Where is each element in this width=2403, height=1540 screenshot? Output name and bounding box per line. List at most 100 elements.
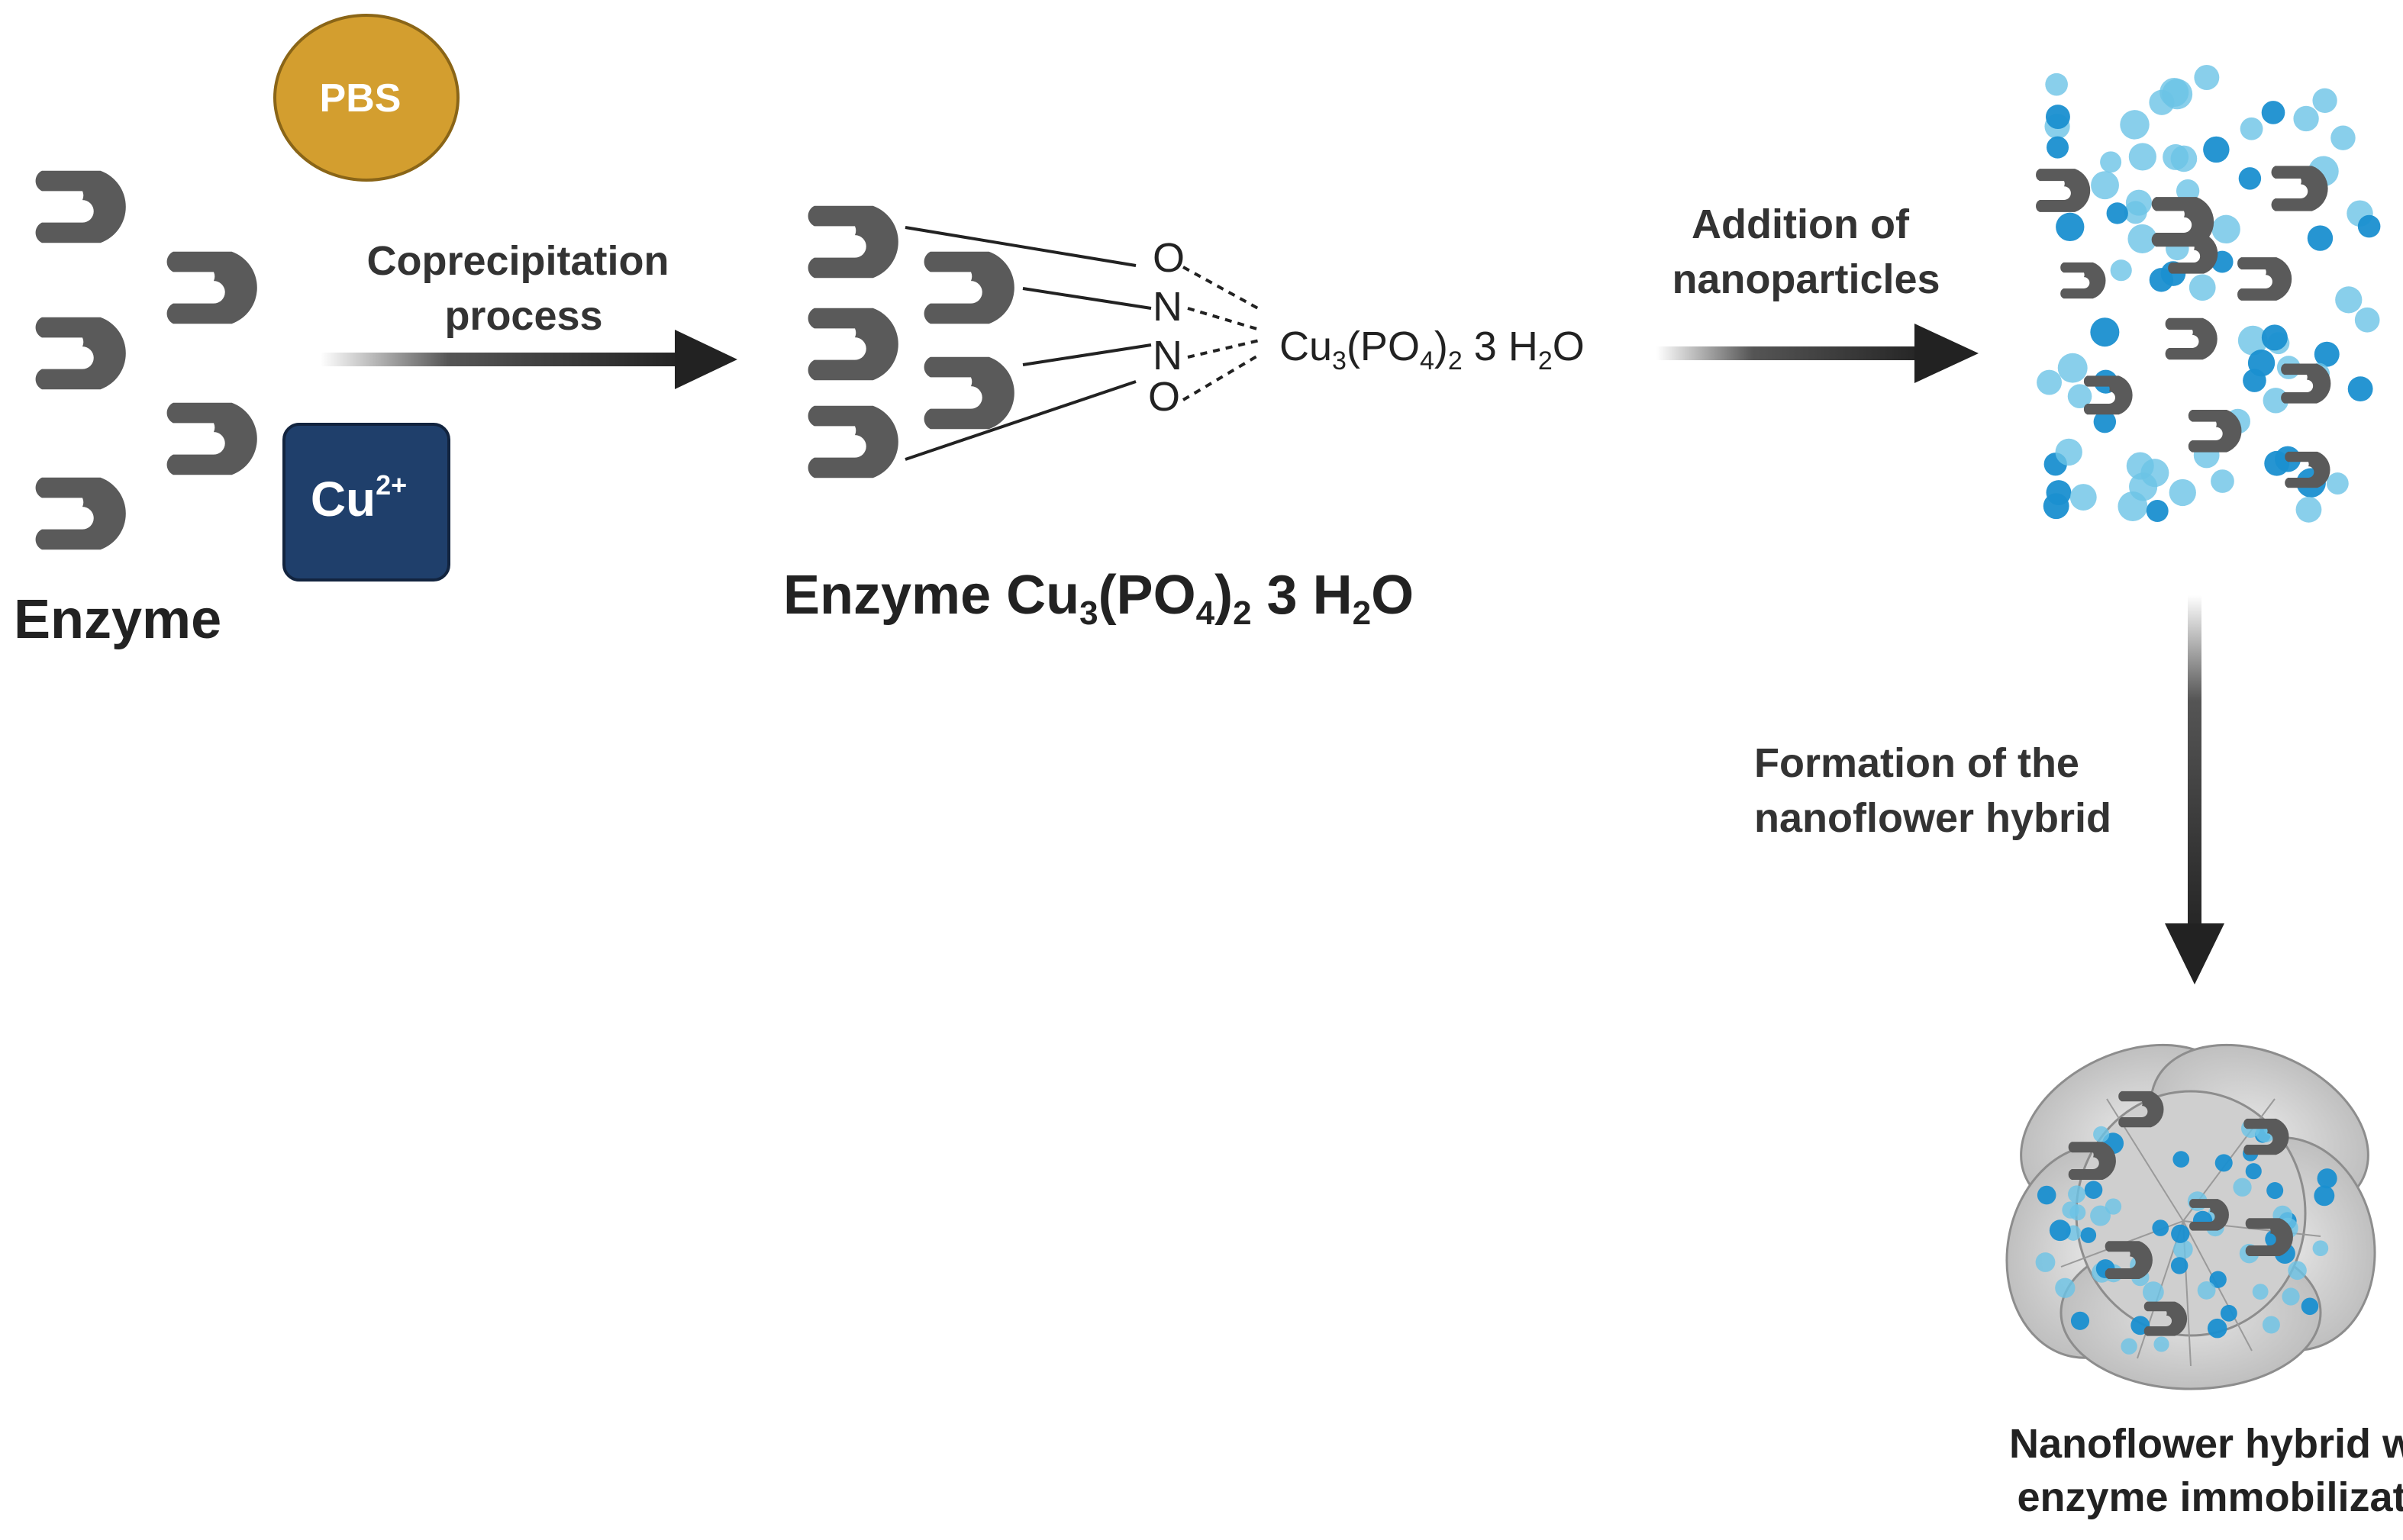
nanoparticle-dot xyxy=(2314,341,2340,367)
nanoparticle-dot xyxy=(2197,1281,2216,1300)
result-label: Nanoflower hybrid with enzyme immobiliza… xyxy=(2009,1421,2403,1520)
nanoparticle-dot xyxy=(2301,1297,2319,1316)
nanoparticle-dot xyxy=(2203,136,2230,163)
nanoparticle-addition-label: Addition of nanoparticles xyxy=(1672,201,1940,302)
nanoparticle-dot xyxy=(2233,1178,2252,1197)
nanoparticle-dot xyxy=(2312,88,2337,113)
nanoparticle-dot xyxy=(2047,136,2069,159)
enzyme-icon xyxy=(2165,317,2218,360)
atom-nitrogen-2: N xyxy=(1153,333,1182,379)
enzyme-complex-label: Enzyme Cu3(PO4)2 3 H2O xyxy=(783,565,1414,632)
nanoparticle-dot xyxy=(2067,384,2092,409)
nanoparticle-dot xyxy=(2142,1281,2164,1303)
nanoparticle-dot xyxy=(2176,179,2200,203)
nanoparticle-dot xyxy=(2128,143,2156,171)
nanoparticle-dot xyxy=(2172,1151,2190,1168)
nanoparticle-dot xyxy=(2056,212,2085,241)
pbs-badge: PBS xyxy=(273,14,460,182)
nanoflower-formation-arrow xyxy=(2165,595,2224,984)
nanoparticle-dot xyxy=(2090,317,2120,347)
nanoparticle-dot xyxy=(2037,1185,2056,1205)
nanoparticle-dot xyxy=(2084,1181,2103,1200)
nanoparticle-dot xyxy=(2293,105,2319,132)
enzyme-icon xyxy=(2281,363,2331,404)
nanoparticle-dot xyxy=(2354,307,2380,333)
nanoparticle-dot xyxy=(2045,105,2070,130)
nanoparticle-dot xyxy=(2080,1227,2097,1243)
nanoparticle-dot xyxy=(2252,1284,2269,1300)
enzyme-icon xyxy=(2188,409,2242,453)
nanoparticle-dot xyxy=(2357,214,2381,238)
nanoflower-formation-label: Formation of the nanoflower hybrid xyxy=(1754,740,2111,841)
nanoparticle-dot xyxy=(2055,438,2082,466)
nanoparticle-dot xyxy=(2049,1219,2071,1242)
nanoparticle-dot xyxy=(2317,1168,2337,1189)
copper-ion-badge: Cu2+ xyxy=(282,423,450,582)
nanoparticle-dot xyxy=(2262,1316,2280,1334)
nanoparticle-dot xyxy=(2211,214,2240,244)
nanoparticle-cloud xyxy=(2036,65,2381,523)
nanoparticle-dot xyxy=(2312,1240,2329,1257)
enzyme-icon xyxy=(2237,257,2292,301)
copper-phosphate-formula: Cu3(PO4)2 3 H2O xyxy=(1279,324,1585,375)
nanoparticle-dot xyxy=(2282,1287,2300,1306)
nanoparticle-dot xyxy=(2106,202,2128,224)
enzyme-icon xyxy=(924,356,1014,430)
nanoparticle-dot xyxy=(2170,145,2198,172)
nanoparticle-dot xyxy=(2045,72,2068,96)
nanoparticle-dot xyxy=(2037,369,2062,395)
nanoparticle-dot xyxy=(2035,1252,2056,1272)
enzyme-icon xyxy=(35,477,126,550)
nanoparticle-dot xyxy=(2347,376,2373,402)
enzyme-complex-group: O N N O Cu3(PO4)2 3 H2O xyxy=(808,205,1585,478)
nanoparticle-dot xyxy=(2110,259,2132,282)
nanoparticle-dot xyxy=(2093,1126,2110,1142)
nanoparticle-dot xyxy=(2189,274,2216,301)
coordination-bonds xyxy=(905,226,1152,461)
nanoparticle-dot xyxy=(2171,1224,2190,1243)
coprecipitation-label: Coprecipitation process xyxy=(366,238,680,339)
nanoparticle-dot xyxy=(2069,484,2097,511)
nanoparticle-dot xyxy=(2295,496,2322,523)
nanoparticle-dot xyxy=(2055,1277,2076,1298)
nanoparticle-dot xyxy=(2261,101,2285,124)
nanoflower-hybrid xyxy=(2005,1043,2376,1390)
nanoparticle-dot xyxy=(2264,450,2290,476)
enzyme-icon xyxy=(2060,262,2106,299)
nanoparticle-dot xyxy=(2261,324,2288,351)
nanoparticle-dot xyxy=(2127,224,2157,253)
nanoparticle-dot xyxy=(2173,1239,2193,1259)
flower-contents xyxy=(2035,1091,2337,1355)
atom-oxygen-2: O xyxy=(1148,374,1180,420)
nanoparticle-dot xyxy=(2238,167,2262,190)
enzyme-icon xyxy=(808,405,898,478)
nanoparticle-dot xyxy=(2170,1257,2189,1274)
nanoparticle-dot xyxy=(2125,189,2153,216)
dashed-bonds xyxy=(1182,266,1260,401)
nanoparticle-dot xyxy=(2247,350,2276,377)
nanoparticle-dot xyxy=(2330,125,2356,150)
nanoparticle-dot xyxy=(2129,472,2158,501)
enzyme-icon xyxy=(166,251,257,324)
nanoparticle-dot xyxy=(2105,1198,2122,1215)
nanoparticle-dot xyxy=(2093,411,2117,433)
nanoparticle-dot xyxy=(2057,353,2088,383)
nanoparticle-dot xyxy=(2209,1271,2227,1288)
nanoparticle-dot xyxy=(2070,1311,2090,1330)
nanoparticle-dot xyxy=(2146,500,2169,522)
nanoparticle-dot xyxy=(2307,225,2334,251)
nanoparticle-dot xyxy=(2068,1185,2085,1203)
nanoparticle-dot xyxy=(2245,1163,2262,1180)
nanoparticle-dot xyxy=(2314,1185,2335,1207)
free-enzymes-group xyxy=(35,170,257,550)
enzyme-icon xyxy=(35,170,126,243)
pbs-label: PBS xyxy=(320,76,402,121)
nanoparticle-dot xyxy=(2237,325,2268,356)
nanoparticle-dot xyxy=(2266,1182,2284,1200)
enzyme-icon xyxy=(35,317,126,390)
nanoparticle-dot xyxy=(2220,1304,2237,1322)
enzyme-icon xyxy=(924,251,1014,324)
nanoparticle-dot xyxy=(2335,286,2363,314)
nanoparticle-dot xyxy=(2214,1154,2233,1172)
